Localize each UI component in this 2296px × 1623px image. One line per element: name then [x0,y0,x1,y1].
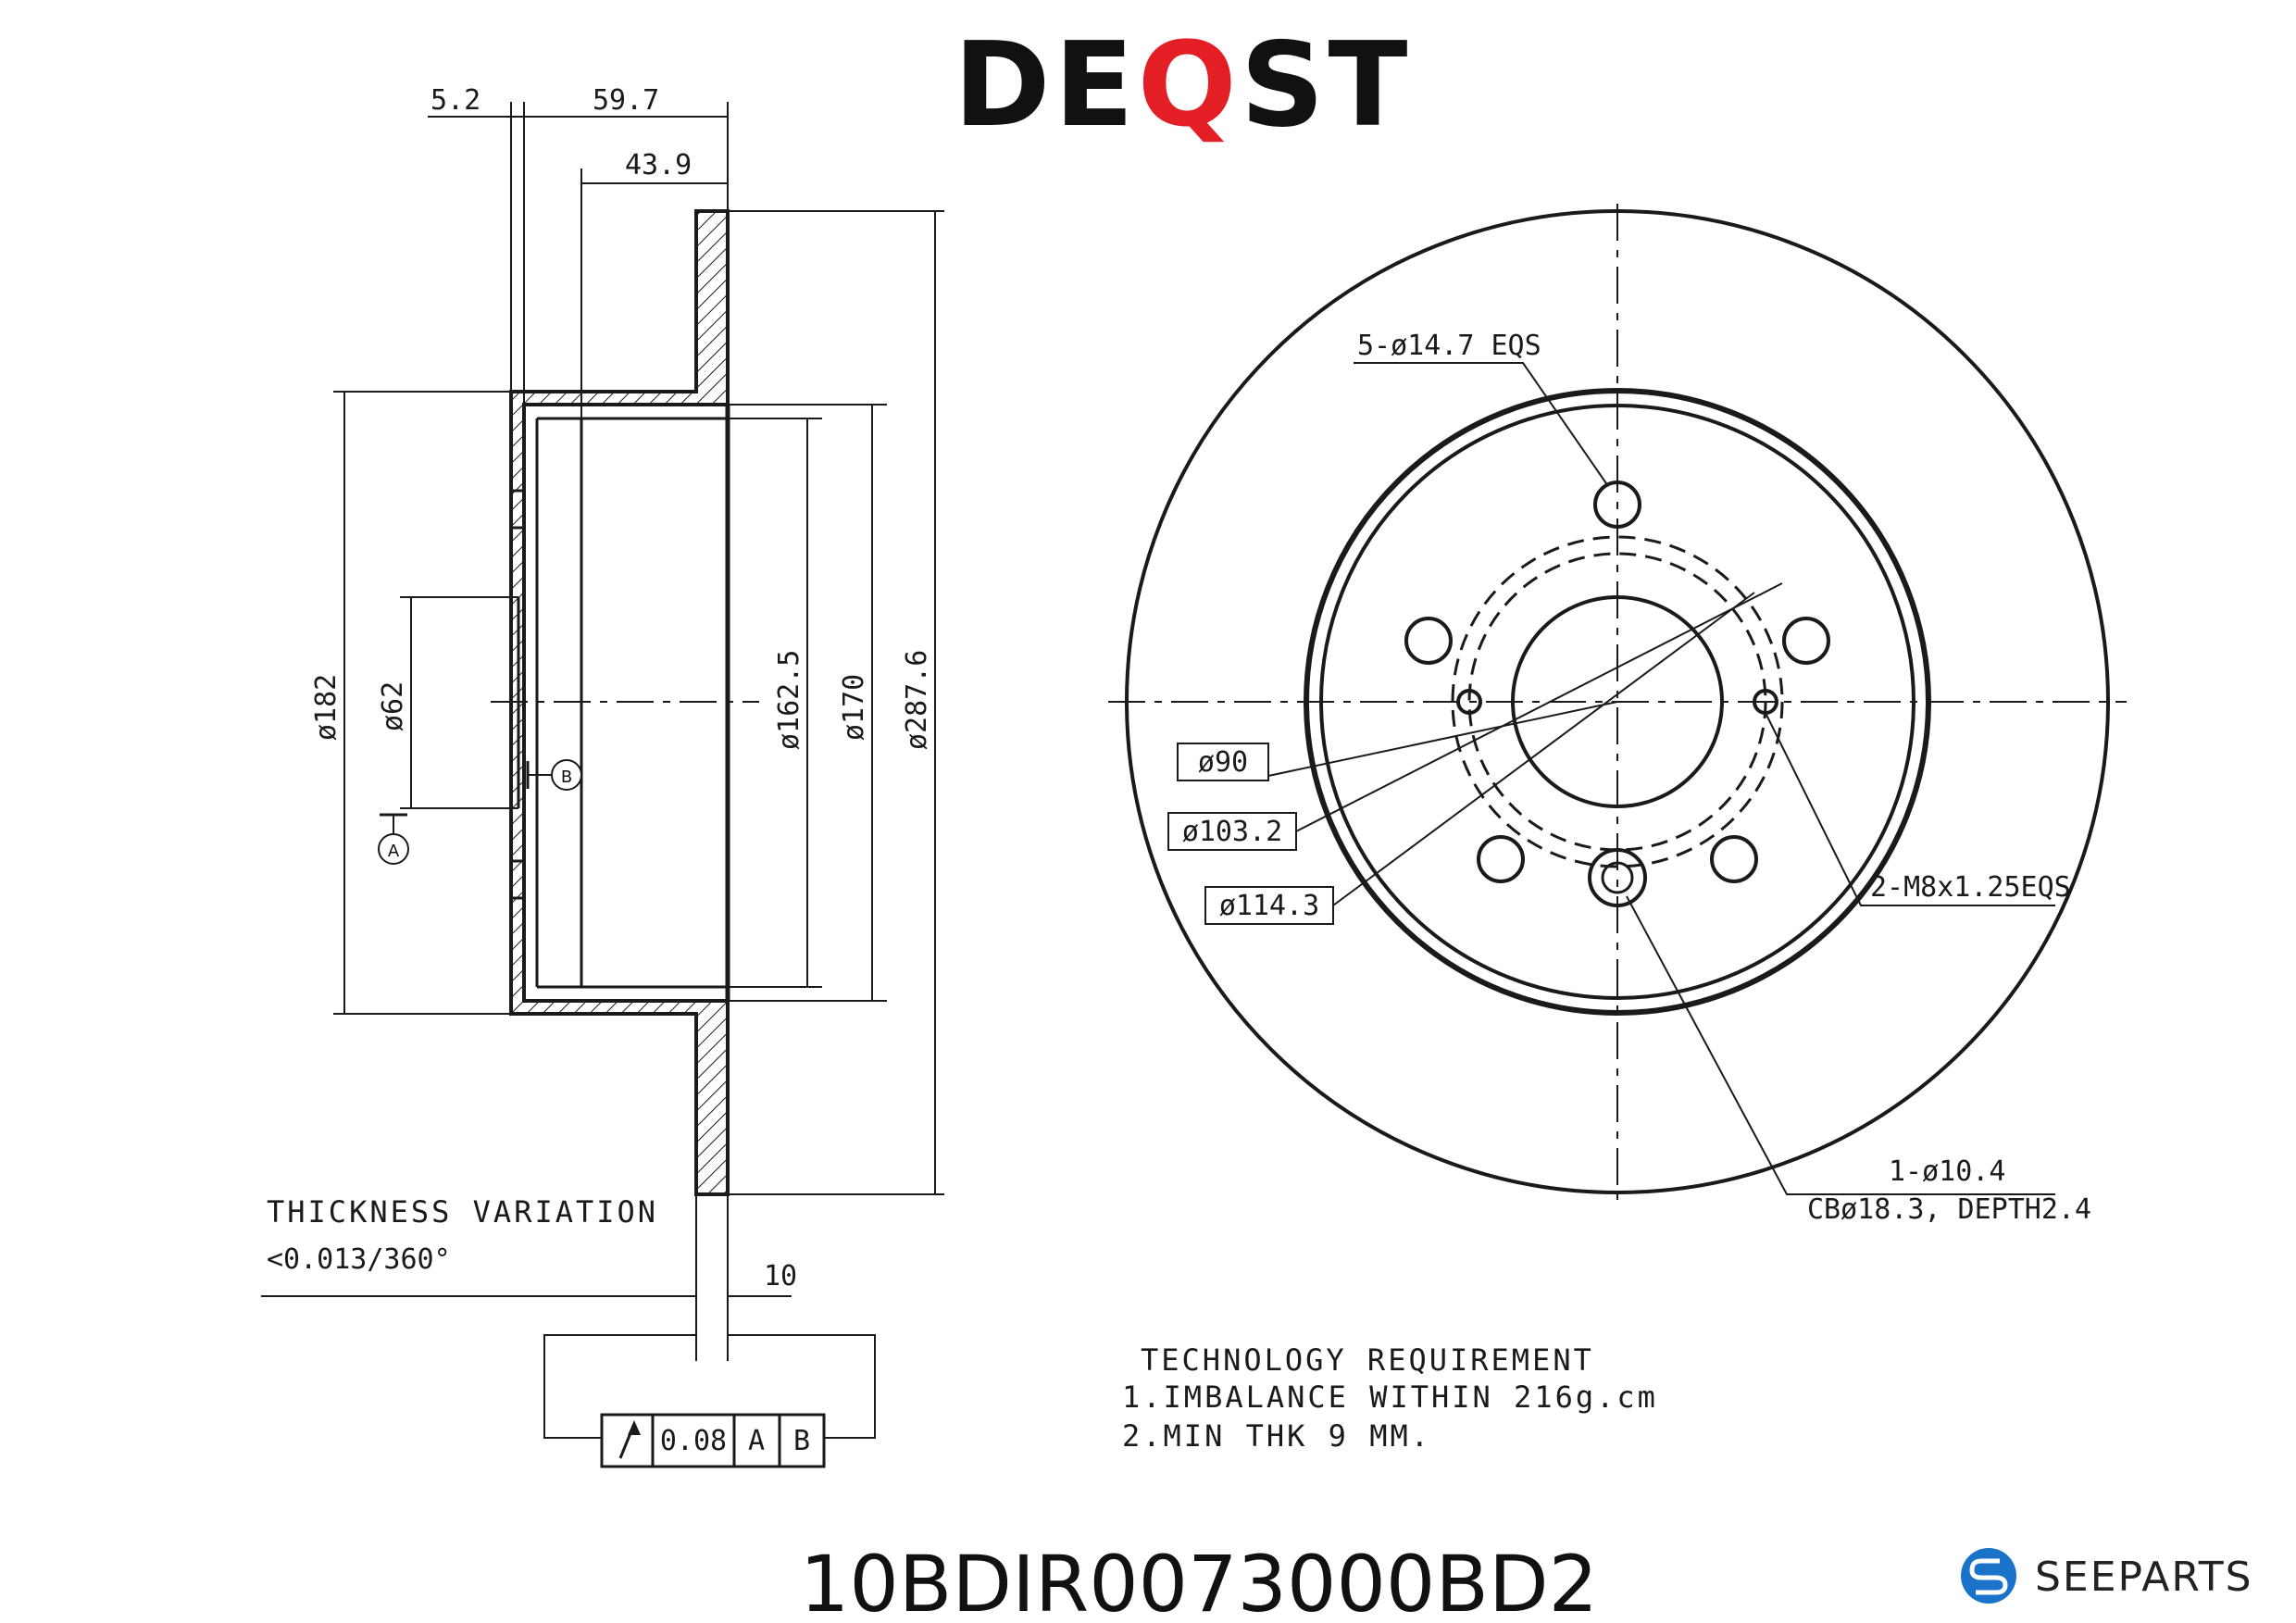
tech-line-1: 1.IMBALANCE WITHIN 216g.cm [1122,1380,1658,1415]
pilot-hole-label-1: 1-ø10.4 [1889,1155,2005,1188]
bolt-holes-label: 5-ø14.7 EQS [1357,330,1541,362]
datum-b-label: B [561,768,572,787]
thickness-variation-value: <0.013/360° [267,1243,451,1276]
brand-name-end: ST [1241,17,1412,153]
pilot-hole-label-2: CBø18.3, DEPTH2.4 [1807,1193,2091,1226]
dim-d182-label: ø182 [310,674,343,741]
bolt-circle-dashed [1451,535,1784,868]
thickness-variation-title: THICKNESS VARIATION [267,1194,658,1230]
dim-d170-label: ø170 [838,674,870,741]
runout-datum-1: A [748,1425,765,1457]
thread-hole-left [1456,689,1482,715]
dim-d114-label: ø114.3 [1219,890,1319,922]
runout-control-frame: 0.08 A B [600,1413,826,1468]
dim-offset-label: 5.2 [430,84,480,117]
dim-d90-label: ø90 [1198,746,1248,779]
dim-thickness-label: 10 [764,1260,797,1292]
pilot-hole-counterbore [1588,848,1647,907]
brand-name-start: DE [954,17,1138,153]
threads-label: 2-M8x1.25EQS [1870,871,2071,904]
dim-d62-label: ø62 [377,681,409,731]
dim-d103-label: ø103.2 [1182,816,1282,848]
bolt-hole-lower-left [1477,835,1525,883]
brand-name-q: Q [1138,17,1241,153]
datum-a-label: A [388,842,400,861]
dim-d287-label: ø287.6 [901,650,933,750]
front-view: ø90 ø103.2 ø114.3 5-ø14.7 EQS 2-M8x1.25E… [1108,204,2127,1226]
dim-hat-depth-label: 59.7 [593,84,659,117]
brand-logo: DEQST [954,17,1412,153]
dim-d162-label: ø162.5 [773,650,805,750]
bolt-hole-top [1593,481,1641,529]
seeparts-logo: SEEPARTS [1961,1548,2253,1604]
seeparts-logo-text: SEEPARTS [2035,1554,2253,1601]
bolt-hole-right [1782,617,1830,665]
svg-text:DEQST: DEQST [954,17,1412,153]
datum-b-bubble [551,759,582,791]
technology-requirement-note: TECHNOLOGY REQUIREMENT 1.IMBALANCE WITHI… [1122,1342,1658,1454]
tech-line-2: 2.MIN THK 9 MM. [1122,1418,1431,1454]
runout-datum-2: B [793,1425,810,1457]
side-section-view: 5.2 59.7 43.9 ø182 ø62 A B ø162.5 ø170 [261,84,944,1439]
tech-title: TECHNOLOGY REQUIREMENT [1141,1342,1594,1378]
bolt-hole-lower-right [1710,835,1758,883]
thickness-variation-note: THICKNESS VARIATION <0.013/360° [267,1194,658,1276]
dim-inner-depth-label: 43.9 [625,149,692,181]
datum-a-bubble [378,833,409,865]
pilot-hole [1601,861,1634,894]
part-number: 10BDIR0073000BD2 [800,1539,1598,1623]
runout-value: 0.08 [660,1425,727,1457]
bolt-hole-left [1404,617,1453,665]
